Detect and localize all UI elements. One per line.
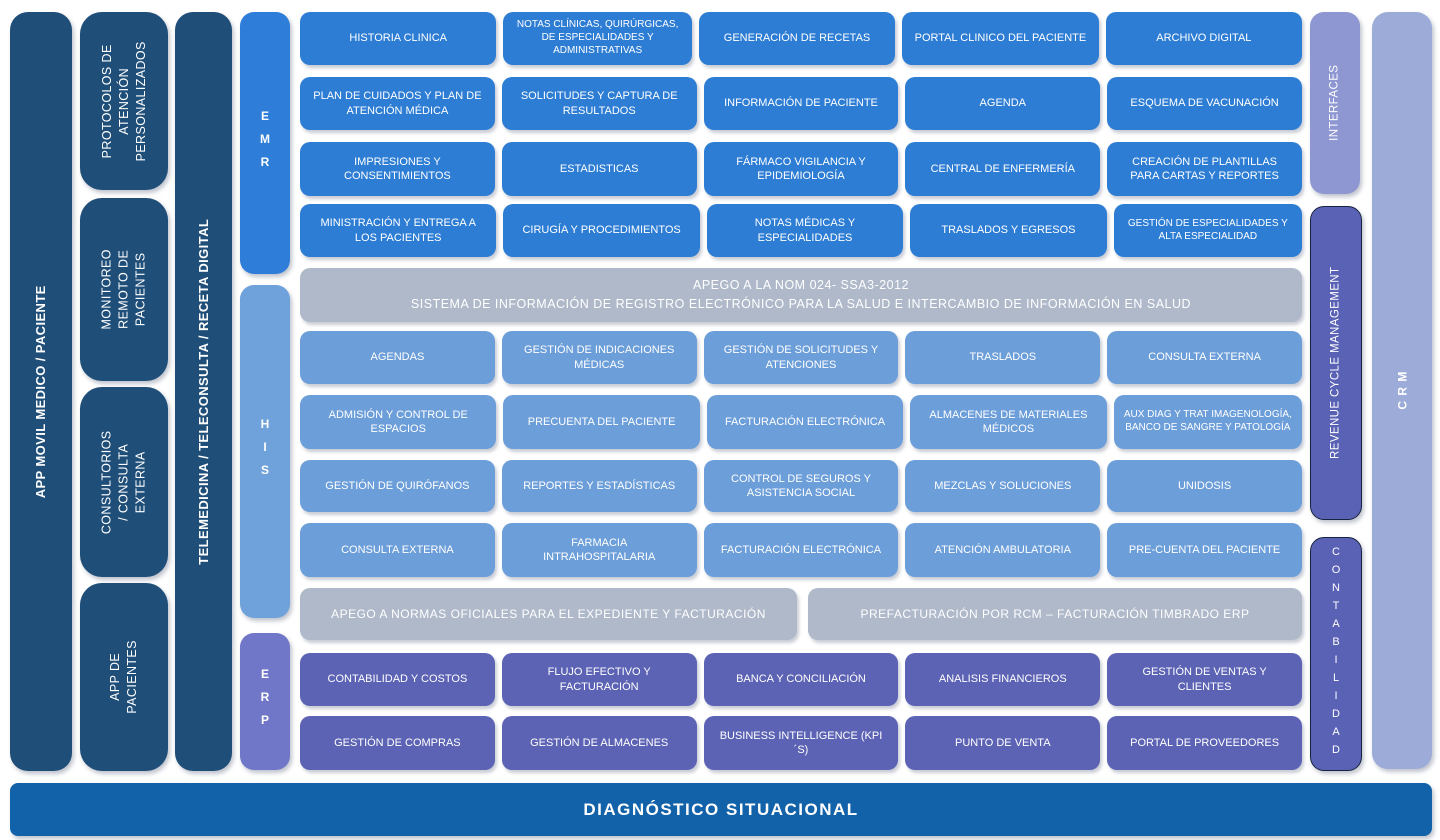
cell-reportes-estadisticas: REPORTES Y ESTADÍSTICAS [501, 460, 697, 512]
cell-portal-clinico: PORTAL CLINICO DEL PACIENTE [902, 12, 1099, 65]
nom-banner-line1: APEGO A LA NOM 024- SSA3-2012 [693, 278, 909, 293]
nom-024-banner: APEGO A LA NOM 024- SSA3-2012 SISTEMA DE… [300, 268, 1302, 322]
revenue-cycle-management-bar: REVENUE CYCLE MANAGEMENT [1310, 206, 1362, 520]
cell-facturacion-electronica-1: FACTURACIÓN ELECTRÓNICA [706, 395, 904, 449]
his-row-3: GESTIÓN DE QUIRÓFANOS REPORTES Y ESTADÍS… [300, 460, 1302, 512]
footer-label: DIAGNÓSTICO SITUACIONAL [583, 799, 859, 819]
cell-admision-control: ADMISIÓN Y CONTROL DE ESPACIOS [300, 395, 497, 449]
erp-row-2: GESTIÓN DE COMPRAS GESTIÓN DE ALMACENES … [300, 716, 1302, 770]
emr-row-2: PLAN DE CUIDADOS Y PLAN DE ATENCIÓN MÉDI… [300, 77, 1302, 130]
cell-contabilidad-costos: CONTABILIDAD Y COSTOS [300, 653, 495, 706]
cell-gestion-solicitudes: GESTIÓN DE SOLICITUDES Y ATENCIONES [703, 331, 899, 384]
crm-label: C R M [1394, 371, 1409, 410]
cell-punto-venta: PUNTO DE VENTA [905, 716, 1101, 770]
contabilidad-bar: CONTABILIDAD [1310, 537, 1362, 771]
monitoreo-label: MONITOREO REMOTO DE PACIENTES [99, 249, 148, 330]
tab-emr-label: EMR [258, 108, 272, 178]
telemedicina-bar: TELEMEDICINA / TELECONSULTA / RECETA DIG… [175, 12, 232, 771]
prefacturacion-rcm-banner: PREFACTURACIÓN POR RCM – FACTURACIÓN TIM… [808, 588, 1302, 640]
diagnostico-situacional-banner: DIAGNÓSTICO SITUACIONAL [10, 783, 1432, 836]
tab-emr: EMR [240, 12, 290, 274]
cell-gestion-quirofanos: GESTIÓN DE QUIRÓFANOS [300, 460, 495, 512]
telemedicina-label: TELEMEDICINA / TELECONSULTA / RECETA DIG… [195, 218, 211, 565]
tab-his: HIS [240, 285, 290, 618]
cell-traslados-egresos: TRASLADOS Y EGRESOS [910, 204, 1107, 257]
cell-farmacia-intrahospitalaria: FARMACIA INTRAHOSPITALARIA [501, 523, 697, 577]
interfaces-label: INTERFACES [1328, 64, 1341, 142]
cell-informacion-paciente: INFORMACIÓN DE PACIENTE [703, 77, 899, 130]
app-movil-medico-paciente-bar: APP MOVIL MEDICO / PACIENTE [10, 12, 72, 771]
cell-control-seguros: CONTROL DE SEGUROS Y ASISTENCIA SOCIAL [703, 460, 899, 512]
cell-analisis-financieros: ANALISIS FINANCIEROS [905, 653, 1101, 706]
cell-atencion-ambulatoria: ATENCIÓN AMBULATORIA [905, 523, 1101, 577]
cell-farmaco-vigilancia: FÁRMACO VIGILANCIA Y EPIDEMIOLOGÍA [703, 142, 899, 196]
tab-erp: ERP [240, 633, 290, 770]
erp-row-1: CONTABILIDAD Y COSTOS FLUJO EFECTIVO Y F… [300, 653, 1302, 706]
cell-archivo-digital: ARCHIVO DIGITAL [1105, 12, 1303, 65]
his-row-4: CONSULTA EXTERNA FARMACIA INTRAHOSPITALA… [300, 523, 1302, 577]
app-movil-label: APP MOVIL MEDICO / PACIENTE [33, 284, 49, 499]
cell-cirugia-procedimientos: CIRUGÍA Y PROCEDIMIENTOS [503, 204, 700, 257]
cell-plan-cuidados: PLAN DE CUIDADOS Y PLAN DE ATENCIÓN MÉDI… [300, 77, 495, 130]
contabilidad-label: CONTABILIDAD [1330, 546, 1342, 762]
cell-creacion-plantillas: CREACIÓN DE PLANTILLAS PARA CARTAS Y REP… [1107, 142, 1302, 196]
cell-precuenta-paciente: PRECUENTA DEL PACIENTE [503, 395, 700, 449]
cell-agendas: AGENDAS [300, 331, 495, 384]
consultorios-label: CONSULTORIOS / CONSULTA EXTERNA [99, 430, 148, 534]
cell-consulta-externa-2: CONSULTA EXTERNA [300, 523, 495, 577]
cell-pre-cuenta-paciente: PRE-CUENTA DEL PACIENTE [1107, 523, 1302, 577]
cell-notas-medicas: NOTAS MÉDICAS Y ESPECIALIDADES [706, 204, 904, 257]
cell-generacion-recetas: GENERACIÓN DE RECETAS [698, 12, 896, 65]
cell-gestion-ventas: GESTIÓN DE VENTAS Y CLIENTES [1107, 653, 1302, 706]
emr-row-4: MINISTRACIÓN Y ENTREGA A LOS PACIENTES C… [300, 204, 1303, 257]
interfaces-bar: INTERFACES [1310, 12, 1360, 194]
cell-historia-clinica: HISTORIA CLINICA [300, 12, 497, 65]
cell-facturacion-electronica-2: FACTURACIÓN ELECTRÓNICA [703, 523, 899, 577]
cell-central-enfermeria: CENTRAL DE ENFERMERÍA [905, 142, 1101, 196]
emr-row-1: HISTORIA CLINICA NOTAS CLÍNICAS, QUIRÚRG… [300, 12, 1303, 65]
cell-gestion-almacenes: GESTIÓN DE ALMACENES [501, 716, 697, 770]
cell-gestion-especialidades: GESTIÓN DE ESPECIALIDADES Y ALTA ESPECIA… [1113, 204, 1303, 257]
cell-consulta-externa-1: CONSULTA EXTERNA [1107, 331, 1302, 384]
his-row-1: AGENDAS GESTIÓN DE INDICACIONES MÉDICAS … [300, 331, 1302, 384]
cell-banca-conciliacion: BANCA Y CONCILIACIÓN [703, 653, 899, 706]
apego-normas-banner: APEGO A NORMAS OFICIALES PARA EL EXPEDIE… [300, 588, 797, 640]
emr-row-3: IMPRESIONES Y CONSENTIMIENTOS ESTADISTIC… [300, 142, 1302, 196]
tab-erp-label: ERP [258, 667, 272, 736]
consultorios-box: CONSULTORIOS / CONSULTA EXTERNA [80, 387, 168, 577]
cell-agenda: AGENDA [905, 77, 1101, 130]
nom-banner-line2: SISTEMA DE INFORMACIÓN DE REGISTRO ELECT… [410, 297, 1192, 311]
cell-ministracion-entrega: MINISTRACIÓN Y ENTREGA A LOS PACIENTES [300, 204, 497, 257]
cell-solicitudes-captura: SOLICITUDES Y CAPTURA DE RESULTADOS [501, 77, 697, 130]
protocolos-atencion-box: PROTOCOLOS DE ATENCIÓN PERSONALIZADOS [80, 12, 168, 190]
app-pacientes-label: APP DE PACIENTES [108, 640, 139, 714]
cell-traslados: TRASLADOS [905, 331, 1101, 384]
cell-portal-proveedores: PORTAL DE PROVEEDORES [1107, 716, 1302, 770]
monitoreo-remoto-box: MONITOREO REMOTO DE PACIENTES [80, 198, 168, 381]
cell-business-intelligence: BUSINESS INTELLIGENCE (KPI´S) [703, 716, 899, 770]
cell-notas-clinicas: NOTAS CLÍNICAS, QUIRÚRGICAS, DE ESPECIAL… [503, 12, 692, 65]
cell-aux-diag-trat: AUX DIAG Y TRAT IMAGENOLOGÍA, BANCO DE S… [1113, 395, 1303, 449]
cell-unidosis: UNIDOSIS [1107, 460, 1302, 512]
app-pacientes-box: APP DE PACIENTES [80, 583, 168, 771]
cell-gestion-indicaciones: GESTIÓN DE INDICACIONES MÉDICAS [501, 331, 697, 384]
compliance-banner-row: APEGO A NORMAS OFICIALES PARA EL EXPEDIE… [300, 588, 1302, 640]
tab-his-label: HIS [258, 417, 272, 486]
cell-esquema-vacunacion: ESQUEMA DE VACUNACIÓN [1107, 77, 1302, 130]
revenue-cycle-label: REVENUE CYCLE MANAGEMENT [1329, 266, 1342, 460]
cell-almacenes-materiales: ALMACENES DE MATERIALES MÉDICOS [910, 395, 1107, 449]
protocolos-label: PROTOCOLOS DE ATENCIÓN PERSONALIZADOS [99, 40, 148, 162]
cell-mezclas-soluciones: MEZCLAS Y SOLUCIONES [905, 460, 1101, 512]
cell-impresiones-consentimientos: IMPRESIONES Y CONSENTIMIENTOS [300, 142, 495, 196]
crm-bar: C R M [1372, 12, 1432, 769]
cell-gestion-compras: GESTIÓN DE COMPRAS [300, 716, 495, 770]
cell-estadisticas: ESTADISTICAS [501, 142, 697, 196]
cell-flujo-efectivo: FLUJO EFECTIVO Y FACTURACIÓN [501, 653, 697, 706]
module-grid: HISTORIA CLINICA NOTAS CLÍNICAS, QUIRÚRG… [300, 12, 1303, 770]
his-row-2: ADMISIÓN Y CONTROL DE ESPACIOS PRECUENTA… [300, 395, 1303, 449]
